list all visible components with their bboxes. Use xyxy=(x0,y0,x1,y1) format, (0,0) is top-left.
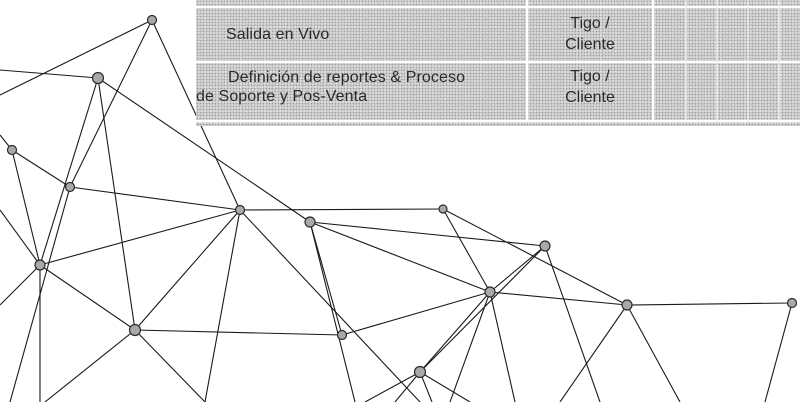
network-edge xyxy=(364,371,421,402)
network-edge xyxy=(11,149,41,266)
network-node xyxy=(128,323,142,337)
network-node xyxy=(786,297,798,309)
task-cell: Definición de reportes & Proceso de Sopo… xyxy=(196,68,526,106)
network-node xyxy=(484,286,496,298)
network-edge xyxy=(69,19,153,188)
network-node xyxy=(6,144,18,156)
network-edge xyxy=(134,209,241,331)
network-node xyxy=(304,216,316,228)
task-line: de Soporte y Pos-Venta xyxy=(196,88,368,105)
network-edge xyxy=(44,329,136,402)
network-edge xyxy=(309,221,343,336)
network-edges xyxy=(0,19,793,402)
network-edge xyxy=(442,208,628,306)
network-edge xyxy=(626,302,793,306)
network-node xyxy=(336,329,348,341)
network-edge xyxy=(239,208,444,211)
schedule-table: Salida en Vivo Tigo / Cliente Definición… xyxy=(196,0,800,126)
network-edge xyxy=(97,77,311,223)
task-cell: Salida en Vivo xyxy=(226,26,330,43)
network-edge xyxy=(394,371,421,402)
network-edge xyxy=(309,221,491,293)
network-edge xyxy=(489,291,516,402)
network-edge xyxy=(489,291,628,306)
network-node xyxy=(234,204,246,216)
network-edge xyxy=(419,371,471,402)
network-node xyxy=(64,181,76,193)
owner-line: Tigo / xyxy=(570,68,610,85)
network-node xyxy=(539,240,551,252)
network-edge xyxy=(544,245,601,402)
network-edge xyxy=(97,77,136,331)
network-node xyxy=(621,299,633,311)
network-edge xyxy=(559,304,628,402)
owner-line: Cliente xyxy=(565,36,615,53)
network-edge xyxy=(0,69,99,79)
network-edge xyxy=(0,264,41,306)
network-edge xyxy=(341,291,491,336)
network-edge xyxy=(449,291,491,402)
owner-cell: Tigo / Cliente xyxy=(527,66,653,108)
network-edge xyxy=(0,209,41,266)
network-node xyxy=(438,204,448,214)
network-edge xyxy=(309,221,356,402)
network-edge xyxy=(9,186,71,402)
network-edge xyxy=(764,302,793,402)
network-edge xyxy=(239,209,421,402)
network-edge xyxy=(39,77,99,266)
network-edge xyxy=(134,329,206,402)
owner-line: Cliente xyxy=(565,89,615,106)
network-edge xyxy=(134,329,343,336)
network-node xyxy=(413,365,427,379)
network-edge xyxy=(309,221,546,247)
network-edge xyxy=(489,245,546,293)
network-edge xyxy=(69,186,241,211)
network-edge xyxy=(204,209,241,402)
network-node xyxy=(146,14,158,26)
network-edge xyxy=(442,208,491,293)
network-edge xyxy=(11,149,71,188)
network-edge xyxy=(39,209,241,266)
network-edge xyxy=(419,291,491,373)
table-row xyxy=(196,0,800,8)
network-nodes xyxy=(6,14,798,379)
network-edge xyxy=(626,304,681,402)
task-line: Definición de reportes & Proceso xyxy=(228,69,466,86)
network-edge xyxy=(419,245,546,373)
owner-cell: Tigo / Cliente xyxy=(527,13,653,55)
network-edge xyxy=(0,19,153,96)
owner-line: Tigo / xyxy=(570,15,610,32)
network-node xyxy=(91,71,105,85)
network-edge xyxy=(39,264,136,331)
network-node xyxy=(34,259,46,271)
